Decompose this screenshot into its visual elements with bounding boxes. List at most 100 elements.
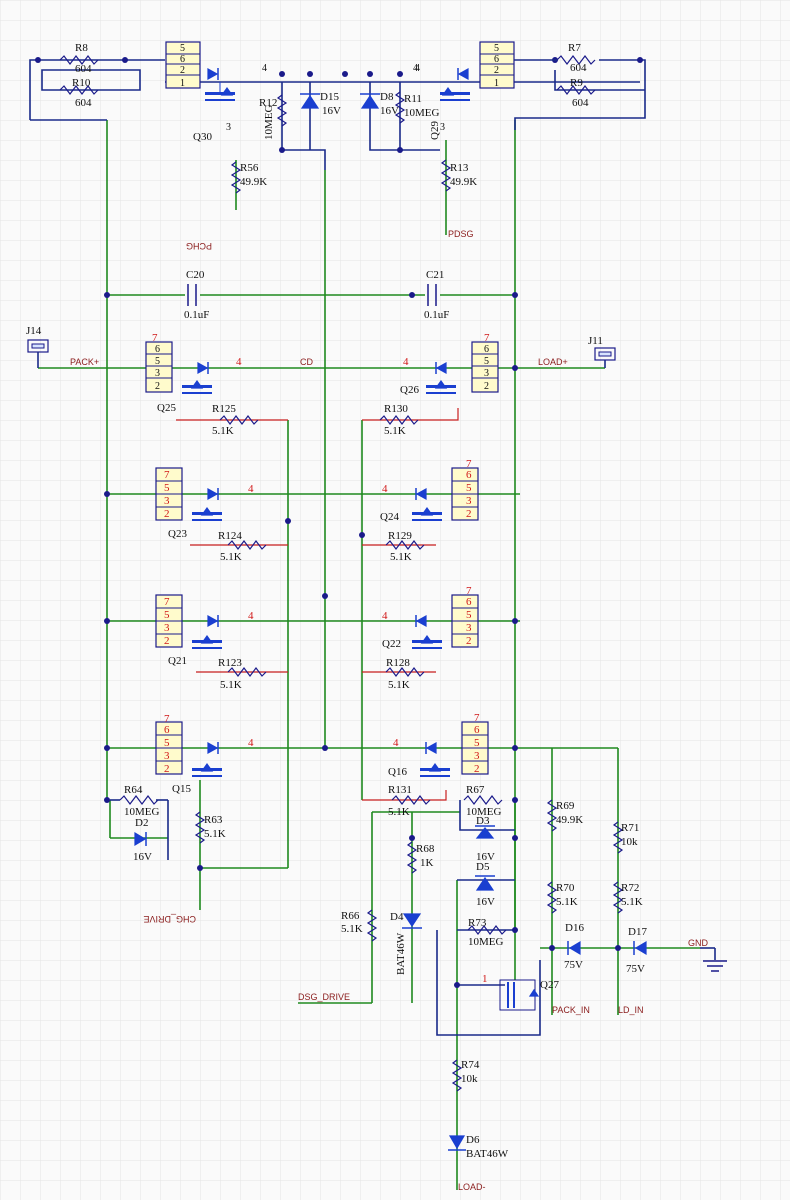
r70-ref: R70 [556, 882, 575, 894]
r12-ref: R12 [259, 97, 277, 109]
pdsg-net: PDSG [448, 229, 474, 239]
q24-pin4: 4 [382, 483, 388, 495]
q26-pin4: 4 [403, 356, 409, 368]
r68-value: 1K [420, 857, 434, 869]
r11-value: 10MEG [404, 107, 440, 119]
q23-pin4: 4 [248, 483, 254, 495]
r68-ref: R68 [416, 843, 435, 855]
r64-ref: R64 [124, 784, 143, 796]
r67-ref: R67 [466, 784, 485, 796]
tl-pin6: 6 [180, 54, 185, 65]
r64-value: 10MEG [124, 806, 160, 818]
r56-ref: R56 [240, 162, 259, 174]
q22-pin6: 6 [466, 596, 472, 608]
d6-value: BAT46W [466, 1148, 509, 1160]
r129-value: 5.1K [390, 551, 412, 563]
q23-ref: Q23 [168, 528, 187, 540]
q30-mosfet: 4 3 Q30 [193, 63, 267, 143]
d3-value: 16V [476, 851, 495, 863]
right-mosfet-blocks: 7 6 5 3 2 4 Q26 R130 5.1K 7 6 5 3 2 4 Q2… [362, 332, 499, 778]
q26-pin5: 5 [484, 356, 489, 367]
dsg-drive-section: R131 5.1K R67 10MEG D3 16V D5 16V R68 1K… [298, 784, 507, 1002]
r63-value: 5.1K [204, 828, 226, 840]
r63-ref: R63 [204, 814, 223, 826]
c21-value: 0.1uF [424, 309, 449, 321]
r129-ref: R129 [388, 530, 412, 542]
q21-pin4: 4 [248, 610, 254, 622]
r12-d15: R12 10MEG D15 16V [259, 91, 341, 140]
top-left-ic: 5 6 2 1 [165, 41, 201, 89]
junction-dots [35, 57, 643, 988]
q22-pin7: 7 [466, 585, 472, 597]
q21-pin7: 7 [164, 596, 170, 608]
d4-ref: D4 [390, 911, 404, 923]
r128-value: 5.1K [388, 679, 410, 691]
q26-pin7: 7 [484, 332, 490, 344]
tr-pin6: 6 [494, 54, 499, 65]
q22-pin2: 2 [466, 635, 472, 647]
q26-pin6: 6 [484, 344, 489, 355]
q16-pin4: 4 [393, 737, 399, 749]
tl-pin2: 2 [180, 65, 185, 76]
r131-value: 5.1K [388, 806, 410, 818]
j14-ref: J14 [26, 325, 42, 337]
q15-pin4: 4 [248, 737, 254, 749]
r69-value: 49.9K [556, 814, 583, 826]
r74-value: 10k [461, 1073, 478, 1085]
top-right-resistors: R7 604 R9 604 [514, 42, 618, 109]
q27-pin1: 1 [482, 973, 488, 985]
r72-ref: R72 [621, 882, 639, 894]
q15-pin6: 6 [164, 724, 170, 736]
q23-pin5: 5 [164, 482, 170, 494]
r123-ref: R123 [218, 657, 242, 669]
q25-pin4: 4 [236, 356, 242, 368]
q21-ref: Q21 [168, 655, 187, 667]
d3-ref: D3 [476, 815, 490, 827]
q16-pin5: 5 [474, 737, 480, 749]
r13-value: 49.9K [450, 176, 477, 188]
d6-ref: D6 [466, 1134, 480, 1146]
tr-pin1: 1 [494, 78, 499, 89]
q24-ref: Q24 [380, 511, 399, 523]
q24-pin5: 5 [466, 482, 472, 494]
c20-value: 0.1uF [184, 309, 209, 321]
r123-value: 5.1K [220, 679, 242, 691]
r66-value: 5.1K [341, 923, 363, 935]
r8-value: 604 [75, 63, 92, 75]
q15-pin5: 5 [164, 737, 170, 749]
q29-pin3: 3 [440, 122, 445, 133]
d8-ref: D8 [380, 91, 394, 103]
r73-value: 10MEG [468, 936, 504, 948]
q30-pin3: 3 [226, 122, 231, 133]
r11-ref: R11 [404, 93, 422, 105]
r7-ref: R7 [568, 42, 581, 54]
d15-value: 16V [322, 105, 341, 117]
r124-ref: R124 [218, 530, 242, 542]
ld-in-net: LD_IN [618, 1005, 644, 1015]
r56-r13: R56 49.9K R13 49.9K PCHG PDSG [186, 159, 477, 251]
r73-ref: R73 [468, 917, 487, 929]
q21-pin3: 3 [164, 622, 170, 634]
pack-in-net: PACK_IN [552, 1005, 590, 1015]
d15-ref: D15 [320, 91, 339, 103]
q25-pin7: 7 [152, 332, 158, 344]
r8-ref: R8 [75, 42, 88, 54]
j11-ref: J11 [588, 335, 603, 347]
r128-ref: R128 [386, 657, 410, 669]
q27-mosfet: 1 Q27 [482, 973, 559, 1011]
q25-ref: Q25 [157, 402, 176, 414]
q16-pin3: 3 [474, 750, 480, 762]
d5-value: 16V [476, 896, 495, 908]
dsg-drive-net: DSG_DRIVE [298, 992, 350, 1002]
q29-pin4: 4 [413, 63, 418, 74]
r71-ref: R71 [621, 822, 639, 834]
r66-ref: R66 [341, 910, 360, 922]
q21-pin2: 2 [164, 635, 170, 647]
r9-value: 604 [572, 97, 589, 109]
cd-net: CD [300, 357, 313, 367]
tl-pin1: 1 [180, 78, 185, 89]
q25-pin2: 2 [155, 381, 160, 392]
sense-section: R69 49.9K R70 5.1K R71 10k R72 5.1K D16 … [546, 799, 727, 1015]
q24-pin3: 3 [466, 495, 472, 507]
tr-pin2: 2 [494, 65, 499, 76]
